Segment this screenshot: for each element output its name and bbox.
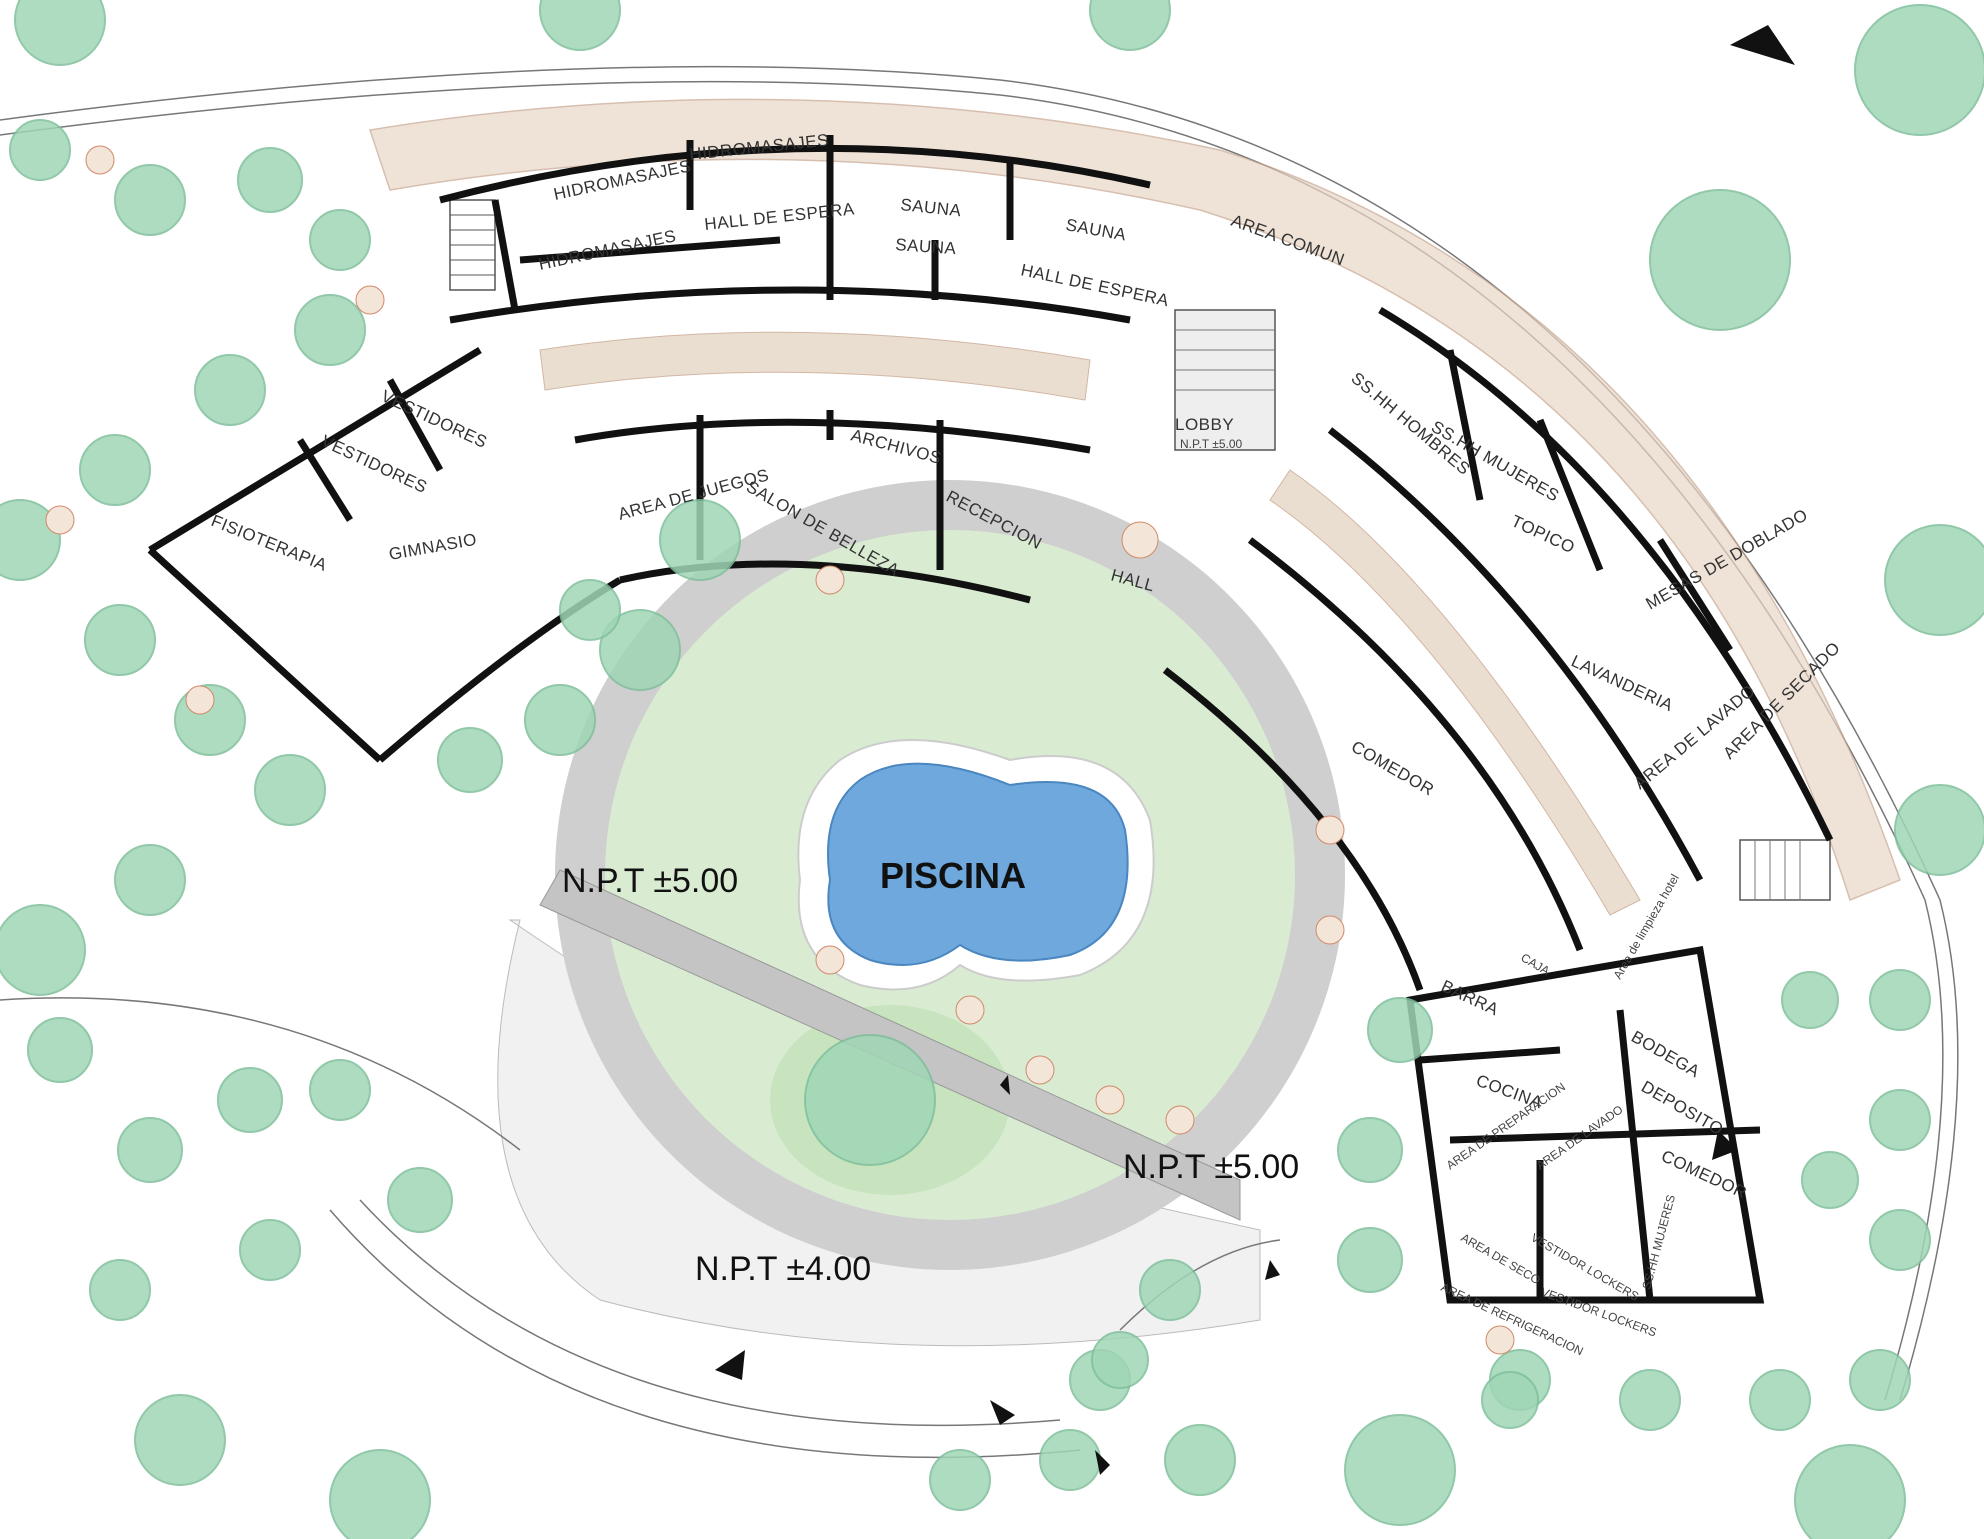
room-label: BODEGA (1628, 1027, 1703, 1081)
room-label: SAUNA (1064, 215, 1128, 244)
pool-label: PISCINA (880, 855, 1026, 896)
tree (9, 119, 71, 181)
room-label: GIMNASIO (387, 530, 478, 564)
room-label: SAUNA (895, 235, 957, 258)
tree (1794, 1444, 1906, 1539)
tree (929, 1449, 991, 1511)
tree (237, 147, 303, 213)
tree (1884, 524, 1984, 636)
room-label: TOPICO (1508, 511, 1578, 557)
tree (1854, 4, 1984, 136)
room-label: FISIOTERAPIA (209, 511, 330, 575)
room-label: SAUNA (900, 195, 963, 220)
shrub (815, 565, 845, 595)
tree (14, 0, 106, 66)
tree (254, 754, 326, 826)
tree (1344, 1414, 1456, 1526)
tree (524, 684, 596, 756)
tree (539, 0, 621, 51)
shrub (1025, 1055, 1055, 1085)
tree (329, 1449, 431, 1539)
tree (194, 354, 266, 426)
pool-court: PISCINA (555, 480, 1345, 1270)
shrub (355, 285, 385, 315)
tree (804, 1034, 936, 1166)
tree (239, 1219, 301, 1281)
tree (1164, 1424, 1236, 1496)
tree (1367, 997, 1433, 1063)
tree (134, 1394, 226, 1486)
tree (1139, 1259, 1201, 1321)
npt-label-left: N.P.T ±5.00 (562, 862, 738, 900)
tree (659, 499, 741, 581)
tree (1337, 1117, 1403, 1183)
shrub (1315, 815, 1345, 845)
shrub (815, 945, 845, 975)
shrub (955, 995, 985, 1025)
shrub (1485, 1325, 1515, 1355)
entry-arrow-icon (715, 1260, 1280, 1475)
tree (1869, 969, 1931, 1031)
flower-shrubs (45, 145, 1515, 1355)
tree (1894, 784, 1984, 876)
room-npt-tag: N.P.T ±5.00 (1180, 437, 1243, 451)
tree (599, 609, 681, 691)
tree (0, 499, 61, 581)
garden-band (369, 98, 1901, 916)
tree (27, 1017, 93, 1083)
pool-water (827, 762, 1129, 966)
npt-label-right: N.P.T ±5.00 (1123, 1148, 1299, 1186)
shrub (45, 505, 75, 535)
north-arrow-icon (1000, 25, 1795, 1160)
tree (0, 904, 86, 996)
building-walls (147, 135, 1834, 1304)
tree (84, 604, 156, 676)
room-npt-tags: N.P.T ±5.00 (1180, 437, 1243, 451)
tree (79, 434, 151, 506)
tree (114, 164, 186, 236)
npt-label-plaza: N.P.T ±4.00 (695, 1250, 871, 1288)
tree (1801, 1151, 1859, 1209)
tree (1619, 1369, 1681, 1431)
tree (1337, 1227, 1403, 1293)
tree (309, 209, 371, 271)
tree (1039, 1429, 1101, 1491)
tree (217, 1067, 283, 1133)
shrub (1121, 521, 1159, 559)
room-label: COMEDOR (1348, 737, 1437, 800)
shrub (85, 145, 115, 175)
shrub (1165, 1105, 1195, 1135)
tree (117, 1117, 183, 1183)
tree (1869, 1089, 1931, 1151)
tree (114, 844, 186, 916)
room-label: CAJA (1519, 950, 1553, 977)
room-label: LAVANDERIA (1568, 651, 1676, 715)
tree (1649, 189, 1791, 331)
shrub (1315, 915, 1345, 945)
level-labels: N.P.T ±5.00 N.P.T ±5.00 N.P.T ±4.00 (562, 862, 1299, 1288)
room-label: LOBBY (1175, 415, 1234, 434)
shrub (1095, 1085, 1125, 1115)
tree (437, 727, 503, 793)
tree (294, 294, 366, 366)
tree (1749, 1369, 1811, 1431)
room-label: VESTIDORES (378, 386, 490, 452)
tree (1869, 1209, 1931, 1271)
tree (387, 1167, 453, 1233)
tree (1481, 1371, 1539, 1429)
tree (1781, 971, 1839, 1029)
room-label: VESTIDORES (318, 431, 430, 497)
tree (1849, 1349, 1911, 1411)
stairs (449, 199, 1831, 901)
tree (559, 579, 621, 641)
tree (1089, 0, 1171, 51)
tree (1091, 1331, 1149, 1389)
tree (89, 1259, 151, 1321)
shrub (185, 685, 215, 715)
tree (309, 1059, 371, 1121)
